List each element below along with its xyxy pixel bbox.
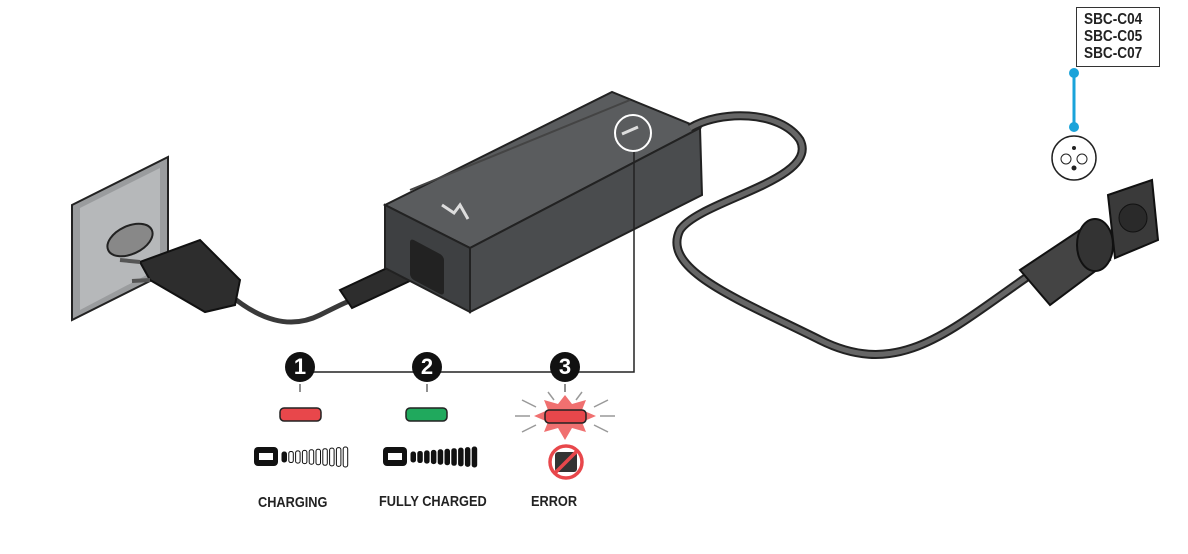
charge-level-bar bbox=[437, 449, 444, 465]
charge-level-bar bbox=[315, 448, 321, 466]
state-number-1: 1 bbox=[285, 352, 315, 382]
charge-level-bar bbox=[295, 450, 301, 464]
led-full bbox=[405, 407, 448, 422]
charge-level-bar bbox=[301, 449, 308, 465]
charger-unit bbox=[382, 90, 704, 314]
model-name: SBC-C07 bbox=[1084, 45, 1143, 62]
charge-level-bar bbox=[322, 448, 328, 466]
battery-full-icon bbox=[383, 447, 407, 466]
power-plug bbox=[119, 238, 414, 325]
label-fully-charged: FULLY CHARGED bbox=[379, 493, 487, 510]
battery-charging-icon bbox=[254, 447, 278, 466]
led-error-flashing bbox=[515, 391, 615, 440]
charge-level-bar bbox=[464, 447, 471, 467]
state-number-3: 3 bbox=[550, 352, 580, 382]
output-connector bbox=[1018, 178, 1160, 307]
charge-level-bar bbox=[471, 446, 478, 468]
model-name: SBC-C05 bbox=[1084, 28, 1143, 45]
label-error: ERROR bbox=[531, 493, 578, 510]
charge-level-bar bbox=[444, 448, 450, 466]
charge-level-bar bbox=[308, 449, 315, 465]
status-leader-line bbox=[299, 114, 652, 392]
charge-level-bar bbox=[458, 447, 464, 467]
charge-level-bar bbox=[451, 448, 457, 466]
model-name: SBC-C04 bbox=[1084, 11, 1143, 28]
charge-level-bar bbox=[342, 446, 349, 468]
charge-level-bar bbox=[335, 447, 342, 467]
charge-level-bar bbox=[281, 451, 287, 463]
battery-error-icon bbox=[548, 444, 584, 480]
led-charging bbox=[279, 407, 322, 422]
dc-cable bbox=[672, 111, 1033, 359]
state-number-2: 2 bbox=[412, 352, 442, 382]
label-charging: CHARGING bbox=[258, 494, 328, 511]
charge-level-bar bbox=[288, 450, 294, 464]
charge-level-bar bbox=[329, 447, 335, 467]
wall-socket bbox=[71, 155, 169, 322]
charge-level-bar bbox=[424, 450, 430, 464]
charge-level-bar bbox=[417, 450, 423, 464]
charge-level-bar bbox=[430, 449, 437, 465]
charge-level-bar bbox=[410, 451, 416, 463]
model-label-box: SBC-C04 SBC-C05 SBC-C07 bbox=[1076, 7, 1160, 67]
pin-layout-diagram bbox=[1051, 68, 1097, 181]
